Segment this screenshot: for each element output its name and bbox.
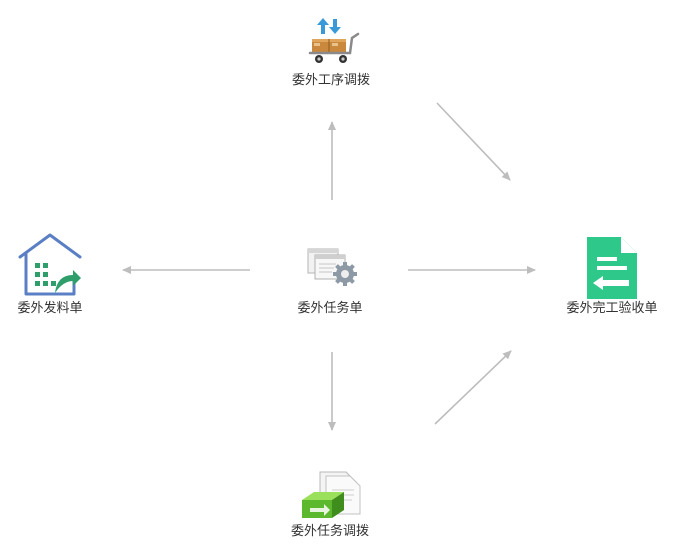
arrow-bottom-to-right: [434, 350, 512, 425]
arrow-top-to-right: [436, 102, 511, 181]
node-label: 委外任务调拨: [290, 524, 370, 539]
box-document-icon: [302, 471, 361, 518]
node-label: 委外发料单: [17, 301, 83, 316]
node-label: 委外完工验收单: [566, 301, 658, 316]
cart-transfer-icon: [308, 18, 360, 63]
house-issue-icon: [18, 233, 82, 296]
node-label: 委外任务单: [297, 301, 363, 316]
document-exchange-icon: [587, 237, 637, 299]
task-sheet-gear-icon: [307, 248, 357, 286]
node-label: 委外工序调拨: [291, 73, 371, 88]
